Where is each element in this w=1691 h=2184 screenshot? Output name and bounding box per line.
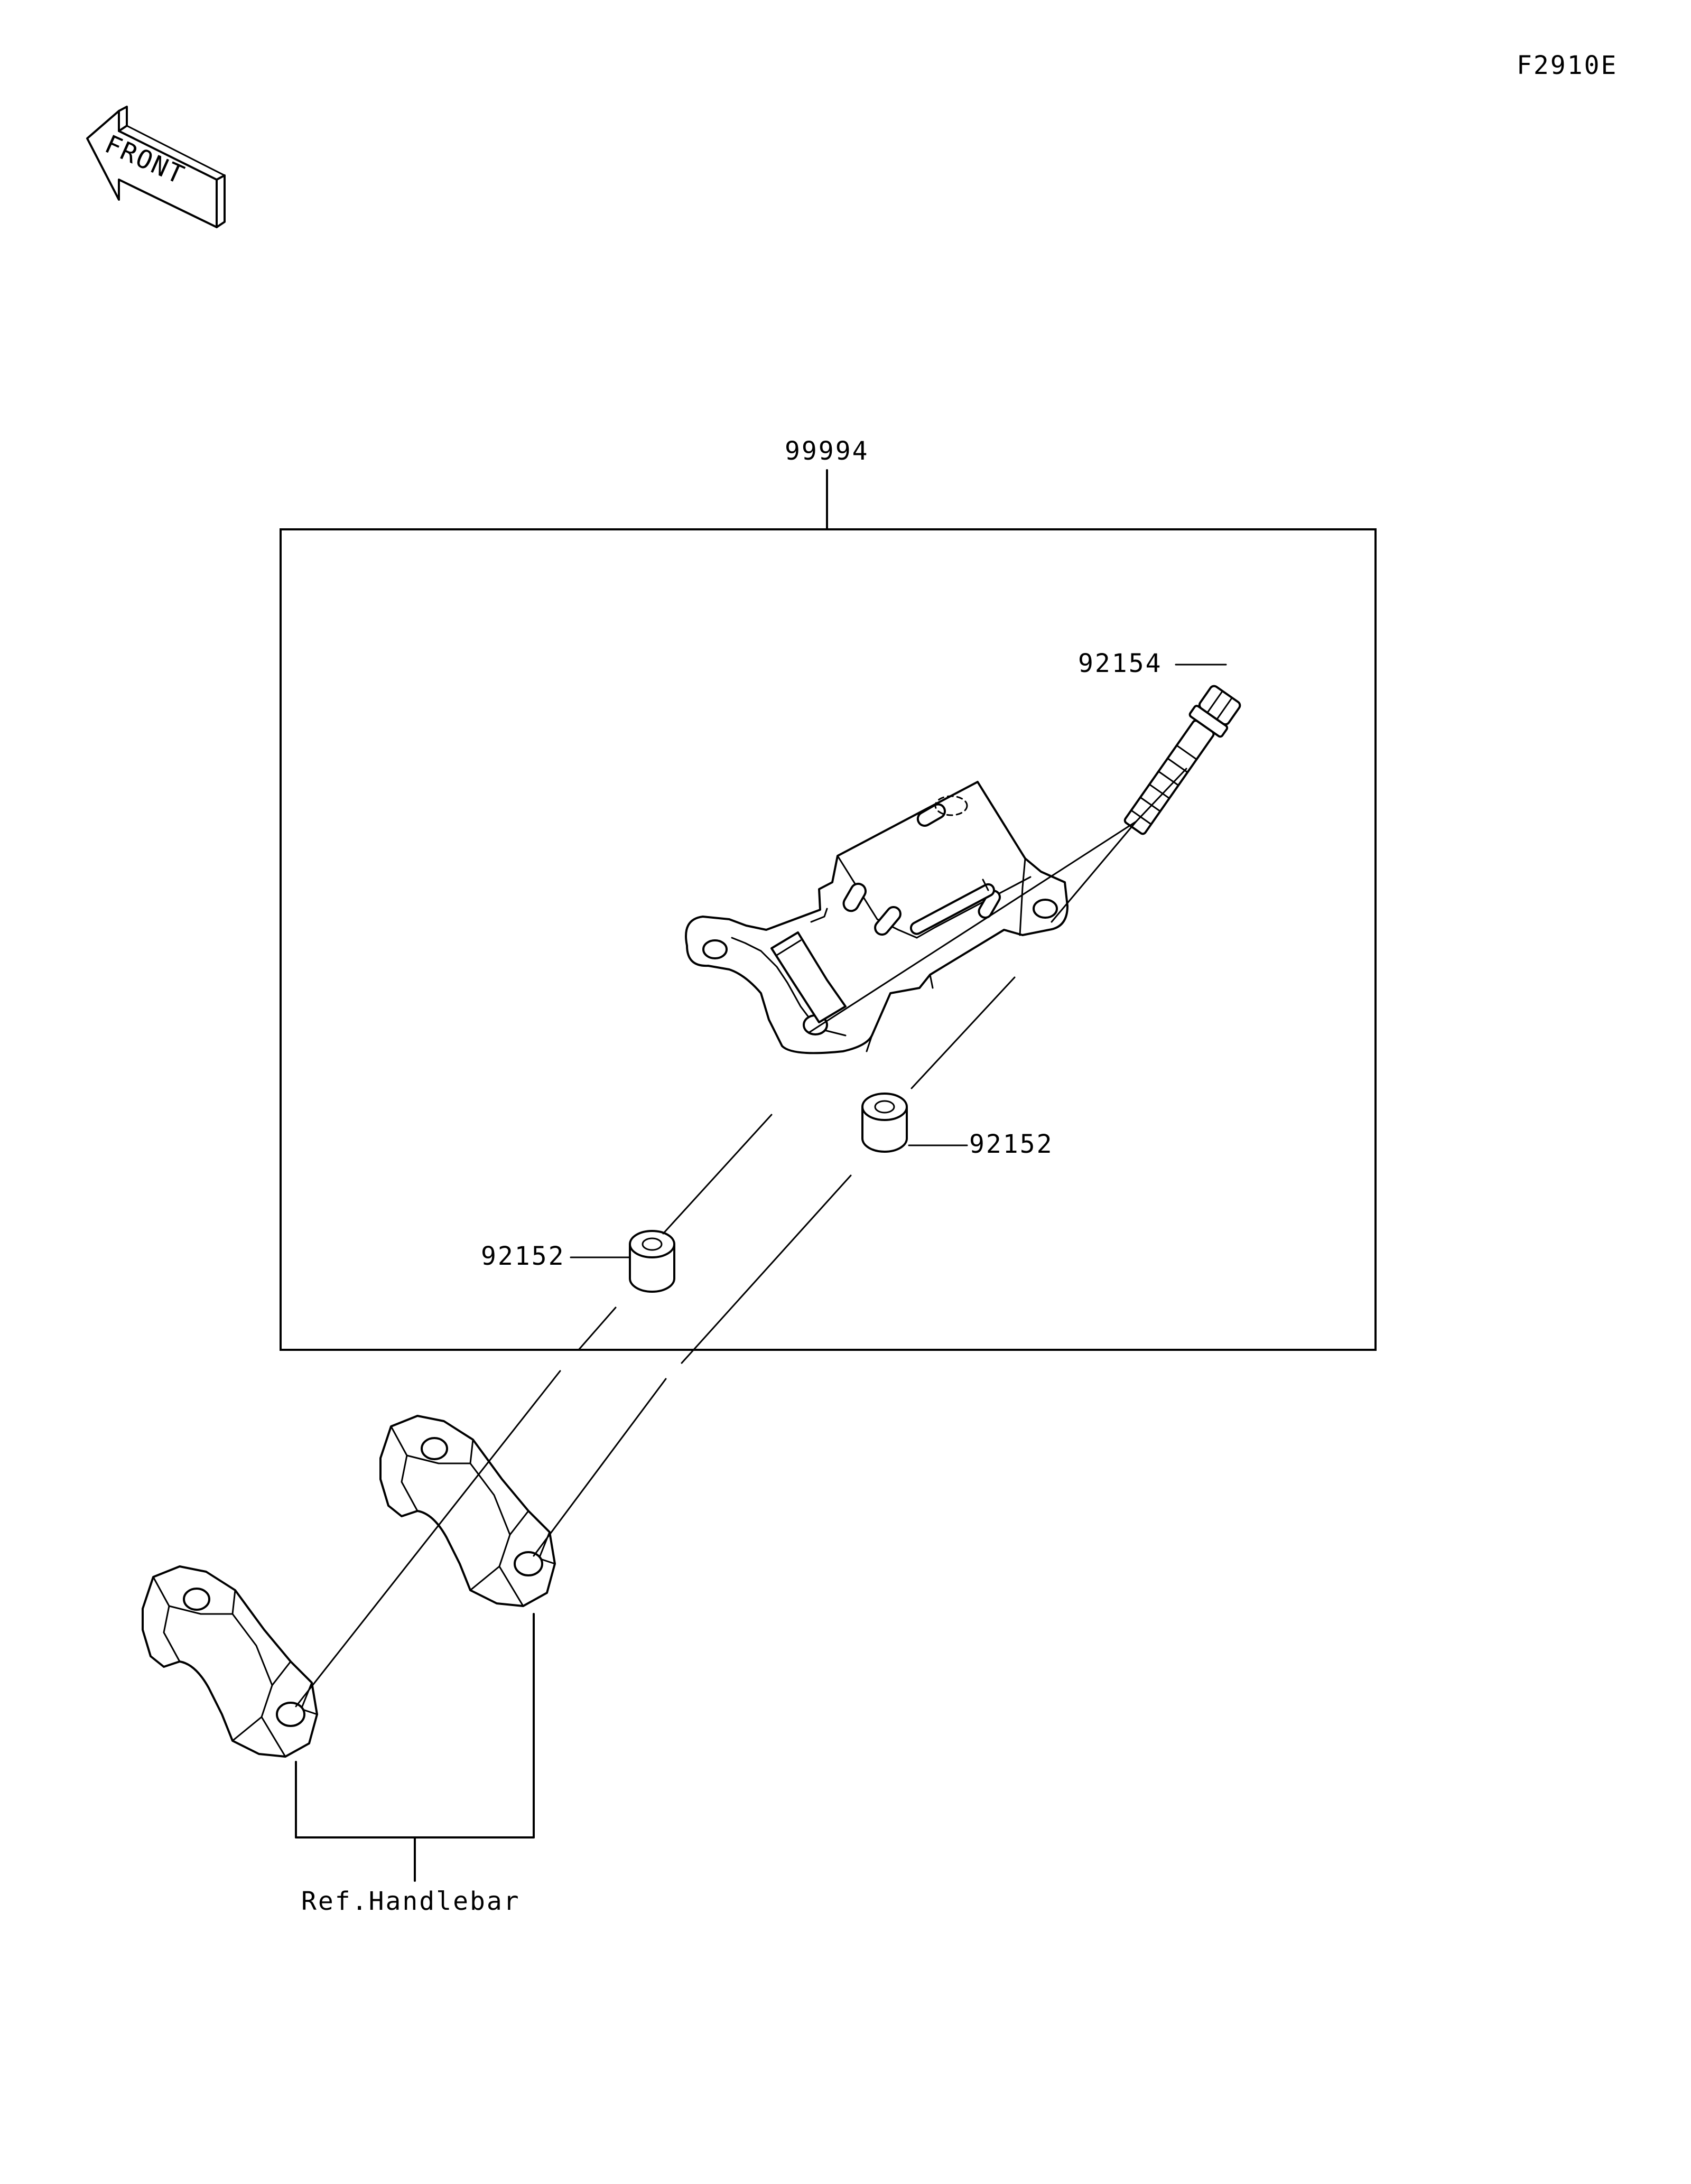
front-direction-arrow-icon: FRONT	[86, 106, 226, 228]
reference-handlebar-label: Ref.Handlebar	[301, 1887, 521, 1916]
kit-box: 99994	[280, 436, 1377, 1351]
figure-code: F2910E	[1517, 51, 1618, 80]
mounting-bracket	[685, 781, 1069, 1054]
handlebar-clamp-lower	[142, 1565, 318, 1758]
handlebar-clamp-upper	[379, 1415, 556, 1607]
reference-bracket	[295, 1613, 535, 1882]
collar-92152-left	[629, 1230, 675, 1293]
callout-92154: 92154	[1078, 649, 1163, 678]
callout-92152-left: 92152	[481, 1242, 565, 1271]
assembly-lines	[295, 664, 1227, 1707]
callout-92152-right: 92152	[969, 1130, 1054, 1159]
kit-label: 99994	[785, 436, 869, 466]
bolt-92154	[1123, 685, 1241, 835]
collar-92152-right	[861, 1093, 908, 1153]
